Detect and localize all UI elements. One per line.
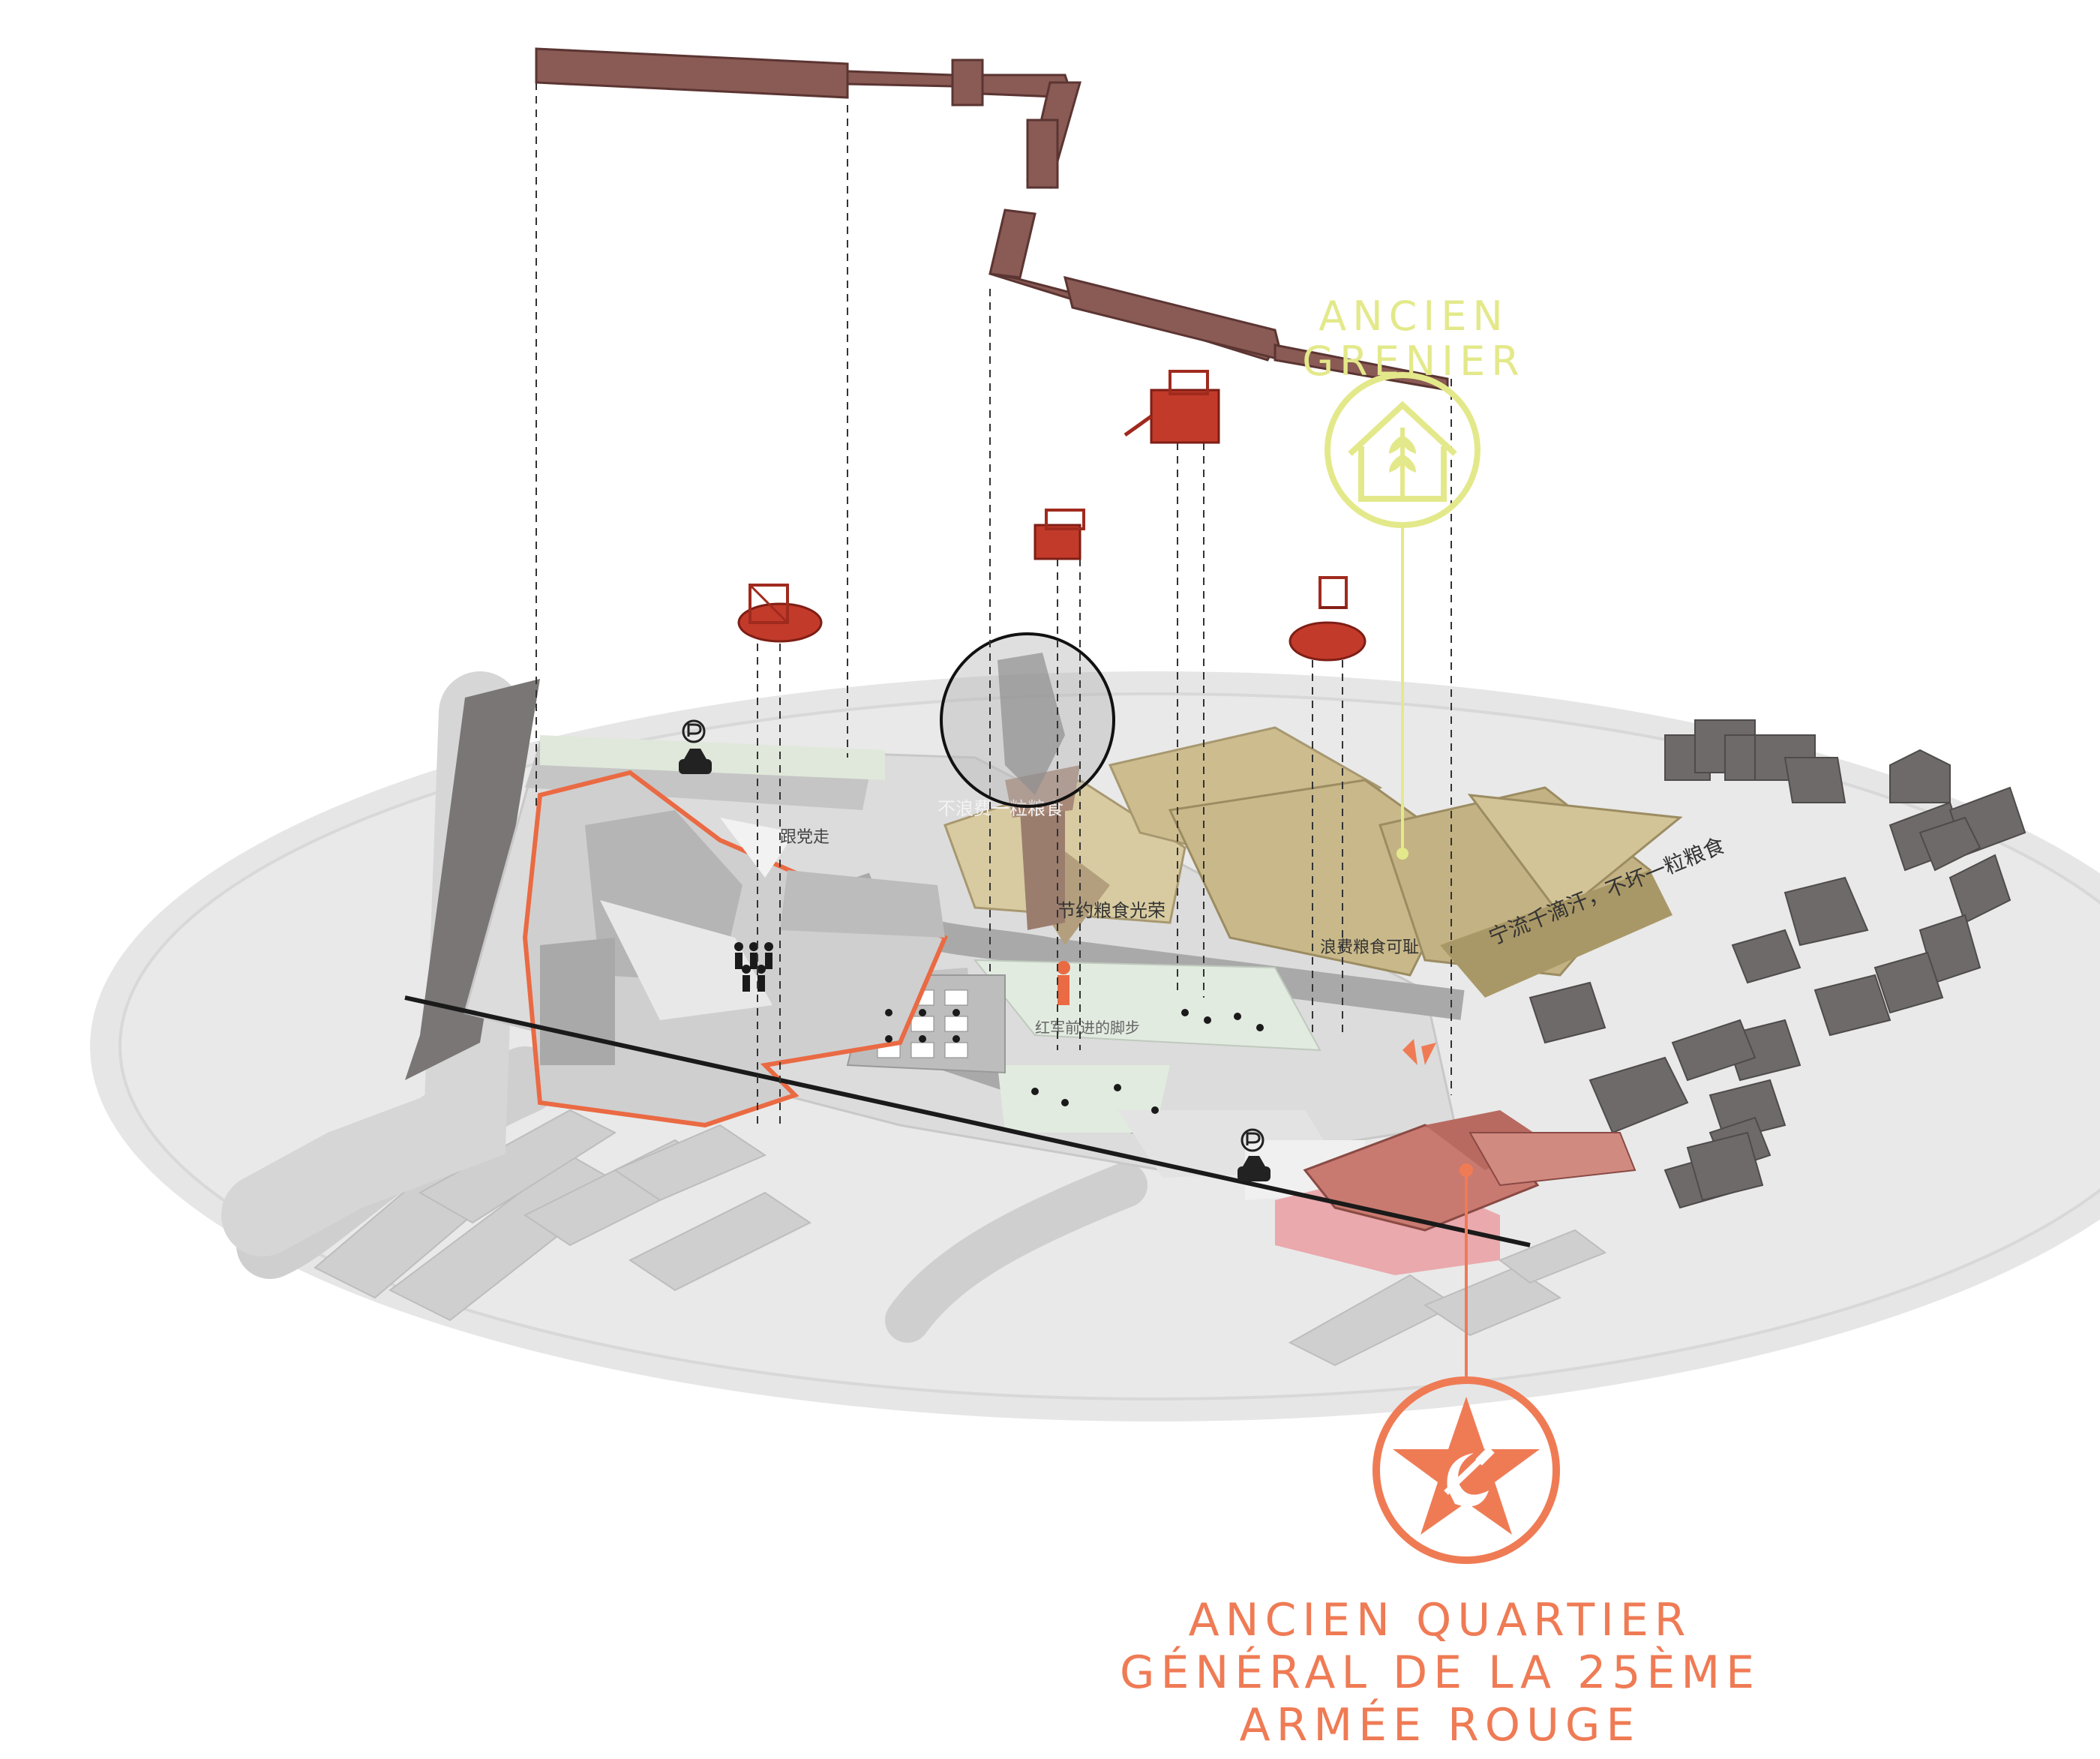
pavilion-west: [739, 585, 821, 641]
monument-view-circle: [941, 634, 1114, 806]
granary-label-line2: GRENIER: [1302, 338, 1525, 385]
granary-house-wheat-icon: [1328, 375, 1478, 525]
slogan-path: 红军前进的脚步: [1035, 1019, 1140, 1037]
granary-label-line1: ANCIEN: [1318, 293, 1508, 340]
slogan-follow: 跟党走: [780, 828, 830, 847]
pavilion-center: [1035, 510, 1084, 559]
floating-red-pavilions: [739, 371, 1365, 660]
slogan-save: 节约粮食光荣: [1058, 900, 1166, 921]
slogan-waste: 浪费粮食可耻: [1320, 938, 1419, 957]
red-statue-figure: [1057, 961, 1070, 1005]
hq-label-line2: GÉNÉRAL DE LA 25ÈME: [1120, 1645, 1760, 1699]
hq-label-line3: ARMÉE ROUGE: [1240, 1697, 1641, 1751]
pavilion-east: [1290, 578, 1365, 660]
hq-label-line1: ANCIEN QUARTIER: [1189, 1594, 1692, 1646]
pavilion-north: [1125, 371, 1219, 443]
red-star-hammer-sickle-icon: [1376, 1380, 1556, 1560]
